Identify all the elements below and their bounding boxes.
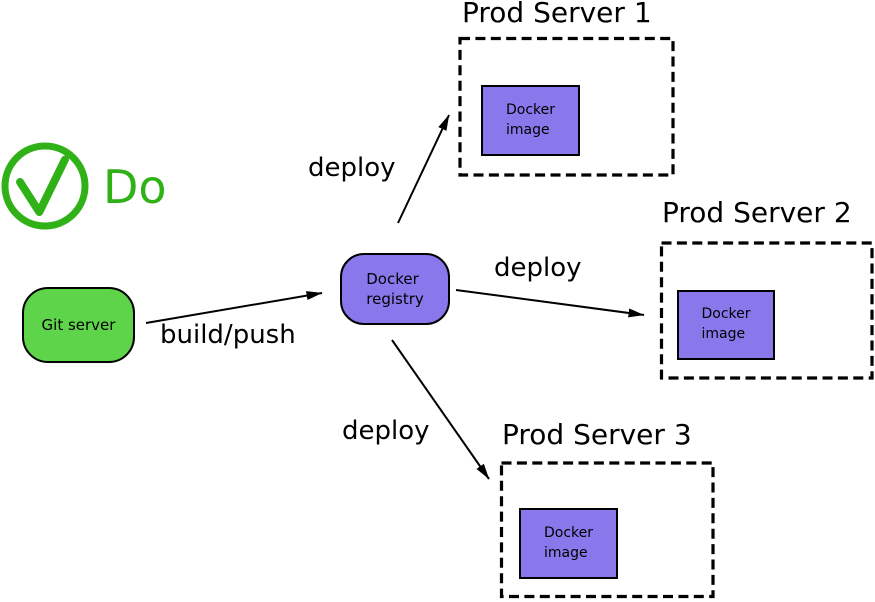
server-boundaries <box>458 36 874 599</box>
do-label: Do <box>103 160 167 214</box>
prod-server-2-title: Prod Server 2 <box>662 196 852 229</box>
check-circle-icon <box>1 142 89 230</box>
prod-server-1-title: Prod Server 1 <box>462 0 652 29</box>
edge-deploy-1-arrow <box>397 114 450 224</box>
edge-label-deploy-3: deploy <box>342 416 430 446</box>
prod-server-2-boundary <box>659 241 874 380</box>
edge-label-deploy-2: deploy <box>494 253 582 283</box>
prod-server-3-title: Prod Server 3 <box>502 418 692 451</box>
docker-image-node-3: Docker image <box>519 508 618 579</box>
edge-label-deploy-1: deploy <box>308 153 396 183</box>
docker-image-node-2: Docker image <box>677 290 775 360</box>
edge-deploy-2-arrow <box>455 289 645 318</box>
edge-deploy-3-arrow <box>391 339 490 480</box>
edge-arrows <box>145 114 645 480</box>
prod-server-1-boundary <box>458 36 675 177</box>
docker-image-label-1: Docker image <box>505 101 556 138</box>
docker-image-label-2: Docker image <box>701 306 751 342</box>
git-server-label: Git server <box>41 315 116 334</box>
docker-image-label-3: Docker image <box>543 524 594 561</box>
docker-image-node-1: Docker image <box>481 85 580 156</box>
git-server-node: Git server <box>22 287 135 363</box>
docker-registry-node: Docker registry <box>340 253 450 325</box>
edge-label-build-push: build/push <box>160 320 296 350</box>
edge-build-push-arrow <box>145 291 323 324</box>
prod-server-3-boundary <box>499 461 715 599</box>
docker-registry-label: Docker registry <box>366 269 424 308</box>
